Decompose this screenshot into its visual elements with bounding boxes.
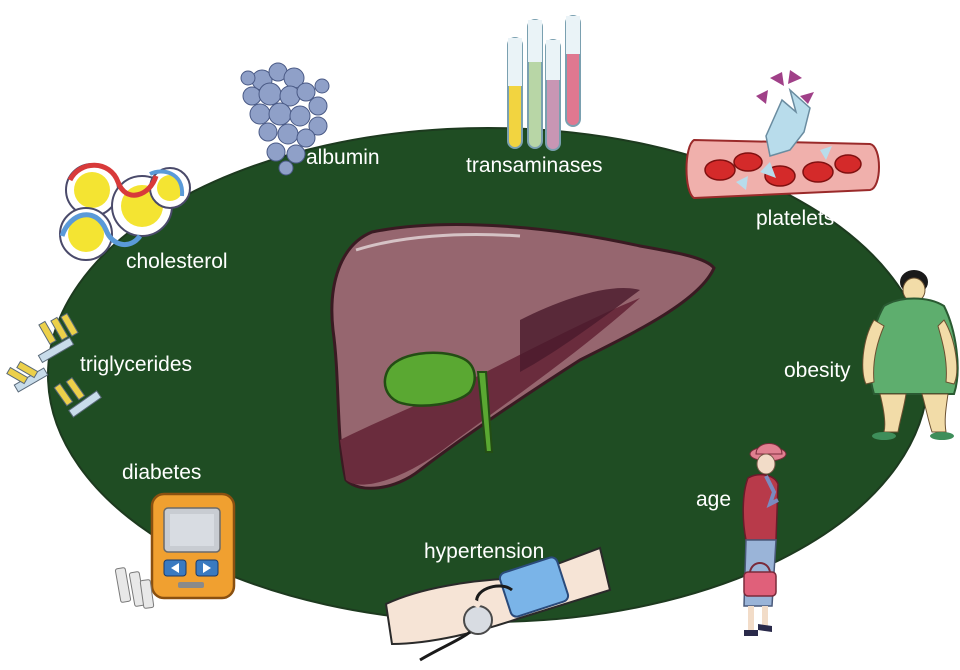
label-obesity: obesity: [784, 360, 851, 381]
label-platelets: platelets: [756, 208, 834, 229]
label-age: age: [696, 489, 731, 510]
label-cholesterol: cholesterol: [126, 251, 228, 272]
label-hypertension: hypertension: [424, 541, 544, 562]
label-transaminases: transaminases: [466, 155, 603, 176]
blood-vessel-platelets-icon: [687, 70, 880, 198]
label-triglycerides: triglycerides: [80, 354, 192, 375]
label-albumin: albumin: [306, 147, 380, 168]
label-diabetes: diabetes: [122, 462, 201, 483]
